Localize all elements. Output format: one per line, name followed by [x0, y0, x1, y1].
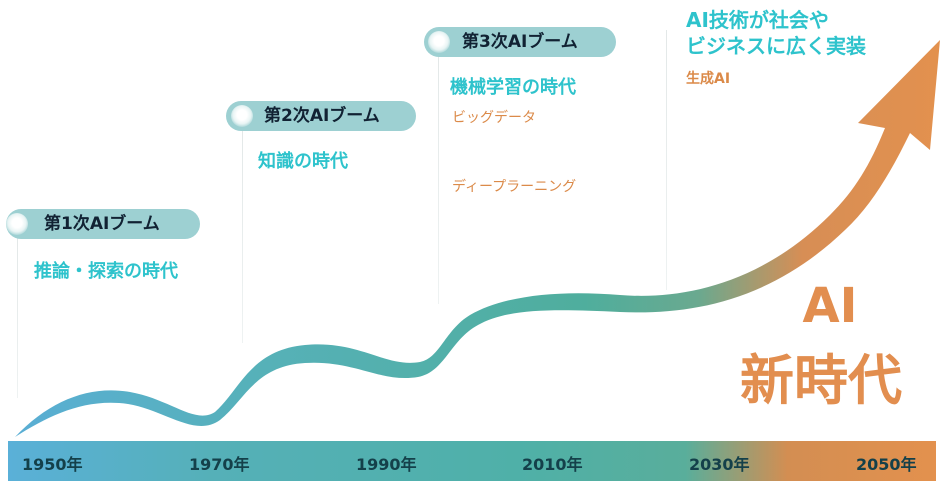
guide-line-1 [17, 238, 18, 398]
new-era-label: 新時代 [740, 349, 902, 412]
year-2030: 2030年 [689, 455, 750, 474]
boom-3-item-bigdata: ビッグデータ [452, 110, 536, 126]
year-2010: 2010年 [522, 455, 583, 474]
future-line-1: AI技術が社会や [686, 8, 829, 32]
year-1970: 1970年 [189, 455, 250, 474]
year-2050: 2050年 [856, 455, 917, 474]
future-item-genai: 生成AI [686, 71, 731, 87]
boom-1-pill: 第1次AIブーム [6, 209, 200, 239]
boom-3-era: 機械学習の時代 [450, 77, 576, 98]
boom-2-pill: 第2次AIブーム [226, 101, 416, 131]
new-era-ai: AI [802, 278, 858, 334]
boom-1-orb [6, 213, 28, 235]
boom-3-orb [428, 31, 450, 53]
curve-band [15, 40, 940, 437]
year-1950: 1950年 [22, 455, 83, 474]
boom-3-pill: 第3次AIブーム [424, 27, 616, 57]
boom-2-orb [231, 105, 253, 127]
guide-line-2 [242, 128, 243, 343]
timeline-bar [8, 441, 936, 481]
boom-2-label: 第2次AIブーム [264, 106, 380, 126]
guide-line-4 [666, 30, 667, 290]
boom-2-era: 知識の時代 [258, 151, 348, 172]
boom-1-label: 第1次AIブーム [44, 214, 160, 234]
boom-3-label: 第3次AIブーム [462, 32, 578, 52]
year-1990: 1990年 [356, 455, 417, 474]
boom-3-item-deeplearning: ディープラーニング [452, 179, 577, 195]
boom-1-era: 推論・探索の時代 [34, 261, 178, 282]
guide-line-3 [438, 54, 439, 304]
future-line-2: ビジネスに広く実装 [686, 34, 866, 58]
